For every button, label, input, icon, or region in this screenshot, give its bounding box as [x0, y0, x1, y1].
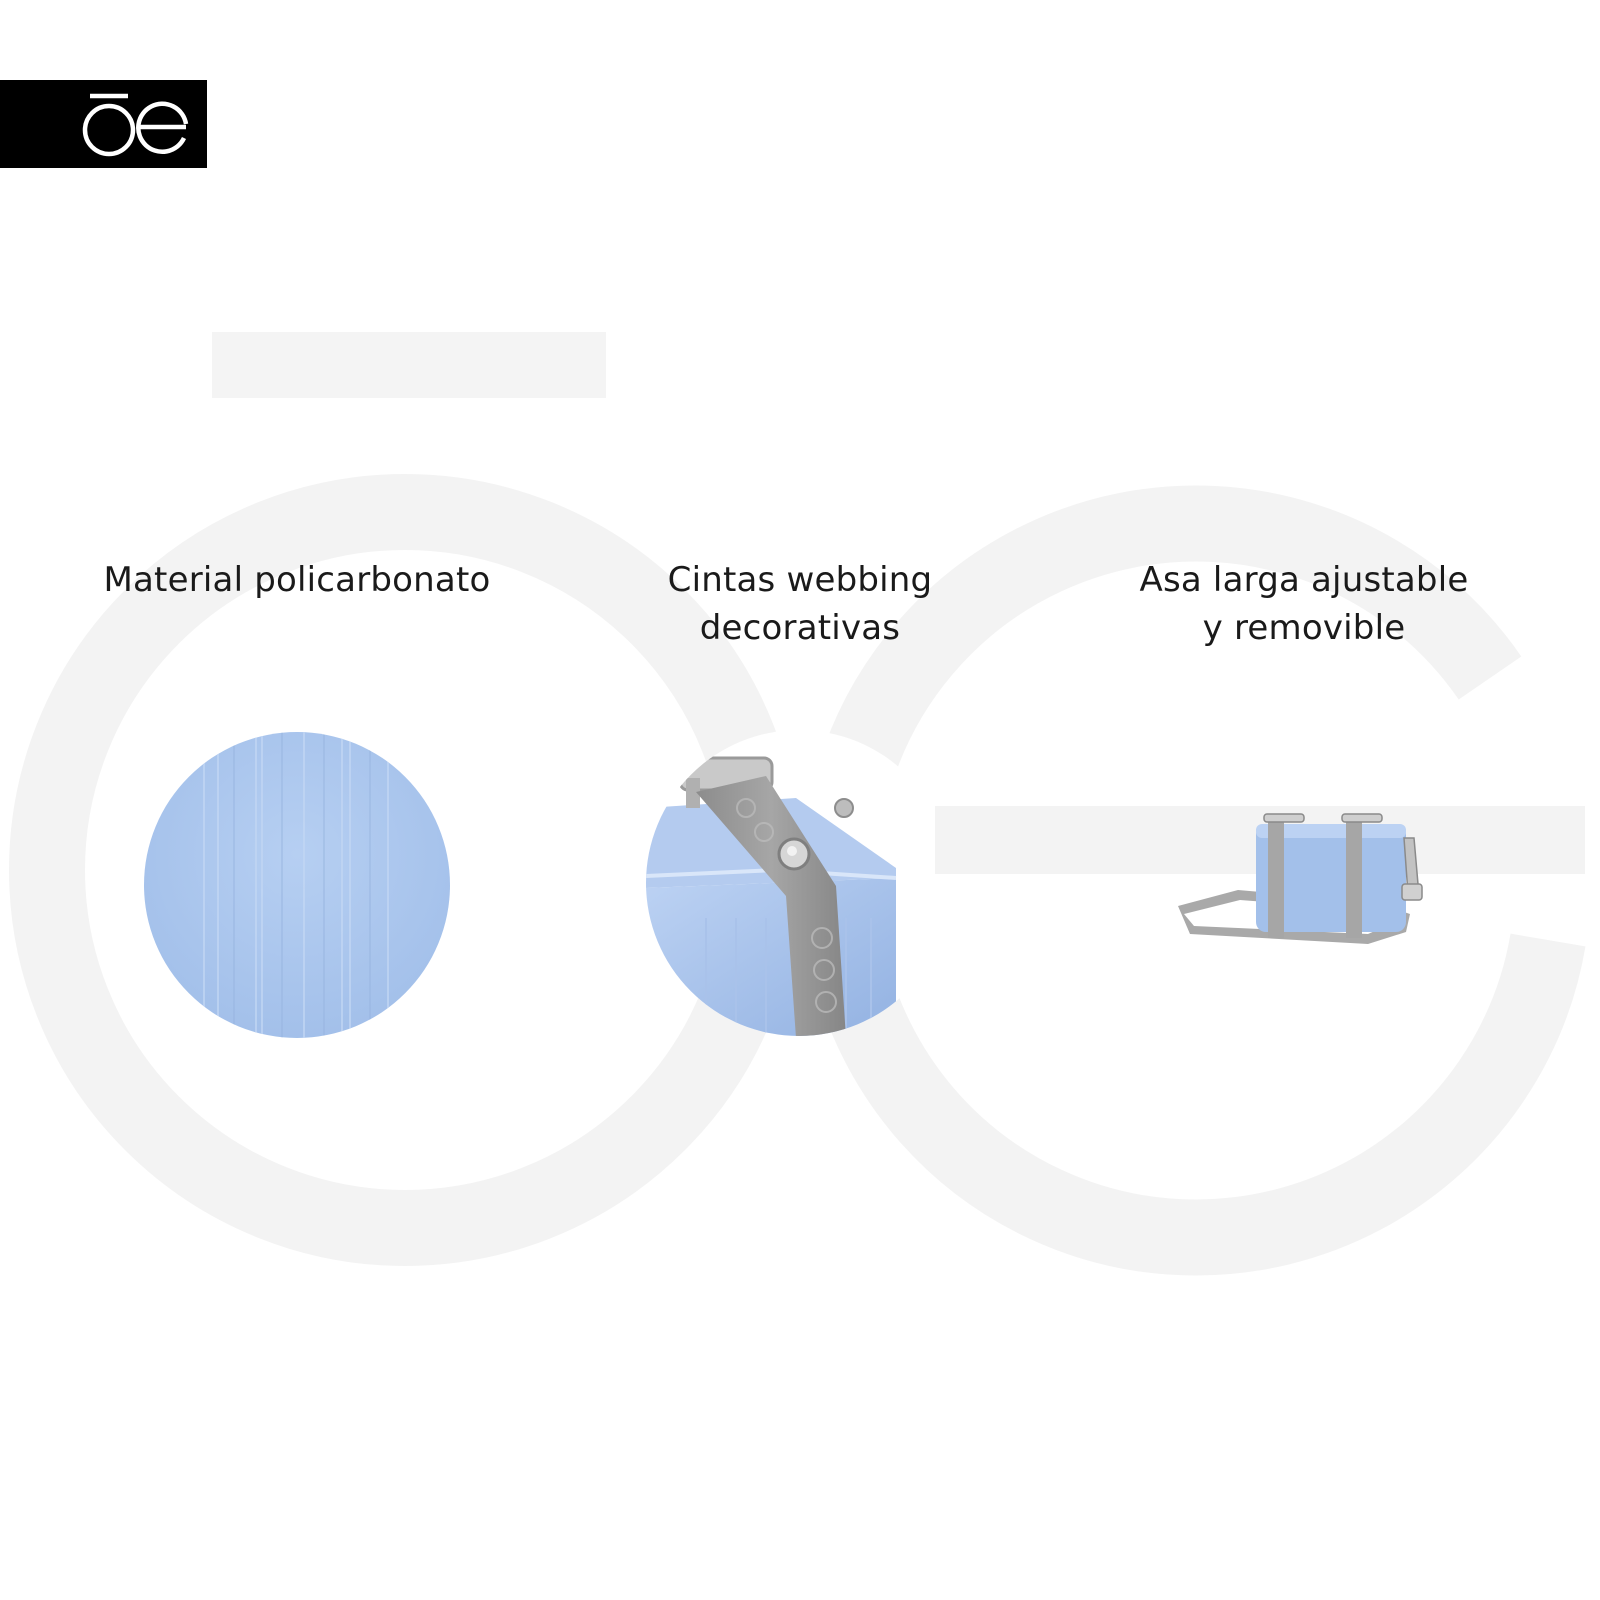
- bag-with-shoulder-strap-image: [1178, 813, 1423, 944]
- polycarbonate-texture-image: [144, 732, 450, 1038]
- blank-placeholder-bar: [212, 332, 606, 398]
- oe-brand-logo-icon: [82, 93, 189, 157]
- feature-label-strap: Asa larga ajustable y removible: [1139, 560, 1469, 648]
- feature-label-material: Material policarbonato: [103, 560, 491, 600]
- webbing-strap-closeup-image: [646, 730, 916, 1036]
- feature-label-webbing: Cintas webbing decorativas: [667, 560, 933, 648]
- brand-logo[interactable]: [0, 80, 207, 168]
